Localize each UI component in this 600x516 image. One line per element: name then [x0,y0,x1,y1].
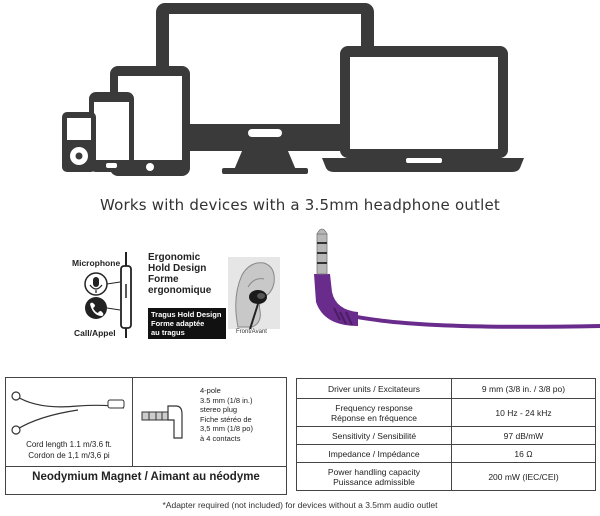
desktop-monitor-icon [156,3,374,174]
ergonomic-fr-1: Forme [148,274,179,285]
spec-label: Impedance / Impédance [296,444,452,463]
headphone-plug-image [314,228,600,329]
microphone-icon [84,272,121,296]
tragus-badge: Tragus Hold Design Forme adaptée au trag… [148,308,226,339]
call-label: Call/Appel [74,328,116,338]
plug-spec-line: stereo plug [200,405,238,414]
earbud-cable-icon [11,391,125,435]
magnet-divider [6,466,286,467]
spec-value: 9 mm (3/8 in. / 3/8 po) [451,378,596,399]
tragus-line-3: au tragus [151,328,185,337]
spec-value: 97 dB/mW [451,426,596,445]
ergonomic-fr-2: ergonomique [148,285,212,296]
tragus-line-2: Forme adaptée [151,319,205,328]
plug-spec-line: 4-pole [200,386,221,395]
music-player-icon [62,112,96,172]
box-divider [132,378,133,466]
cord-length-en: Cord length 1.1 m/3.6 ft. [26,440,112,449]
cord-length-fr: Cordon de 1,1 m/3,6 pi [28,451,110,460]
adapter-footnote: *Adapter required (not included) for dev… [162,500,438,510]
plug-spec-line: 3,5 mm (1/8 po) [200,424,253,433]
plug-spec-line: à 4 contacts [200,433,241,443]
spec-label: Frequency response Réponse en fréquence [296,398,452,427]
spec-label: Sensitivity / Sensibilité [296,426,452,445]
phone-icon [89,92,134,172]
tragus-line-1: Tragus Hold Design [151,310,222,319]
spec-row: Power handling capacity Puissance admiss… [296,462,596,491]
plug-spec-line: Fiche stéréo de [200,414,252,424]
ergonomic-en-1: Ergonomic [148,252,201,263]
devices-illustration [62,3,524,176]
laptop-icon [322,46,524,172]
cable-info-box [5,377,287,495]
ear-fit-icon [228,257,280,329]
spec-label: Power handling capacity Puissance admiss… [296,462,452,491]
spec-value: 16 Ω [451,444,596,463]
phone-call-icon [85,297,121,319]
spec-value: 200 mW (IEC/CEI) [451,462,596,491]
plug-spec-line: 3.5 mm (1/8 in.) [200,395,253,405]
microphone-label: Microphone [72,258,121,268]
compatibility-text: Works with devices with a 3.5mm headphon… [99,196,500,214]
ergonomic-block: Ergonomic Hold Design Forme ergonomique [148,252,230,296]
plug-spec: 4-pole 3.5 mm (1/8 in.) stereo plug Fich… [200,386,286,443]
spec-value: 10 Hz - 24 kHz [451,398,596,427]
spec-label: Driver units / Excitateurs [296,378,452,399]
ergonomic-en-2: Hold Design [148,263,207,274]
magnet-label: Neodymium Magnet / Aimant au néodyme [32,471,260,483]
plug-4pole-icon [141,405,183,439]
front-label: Front/Avant [236,329,267,335]
inline-remote-diagram [84,252,132,338]
